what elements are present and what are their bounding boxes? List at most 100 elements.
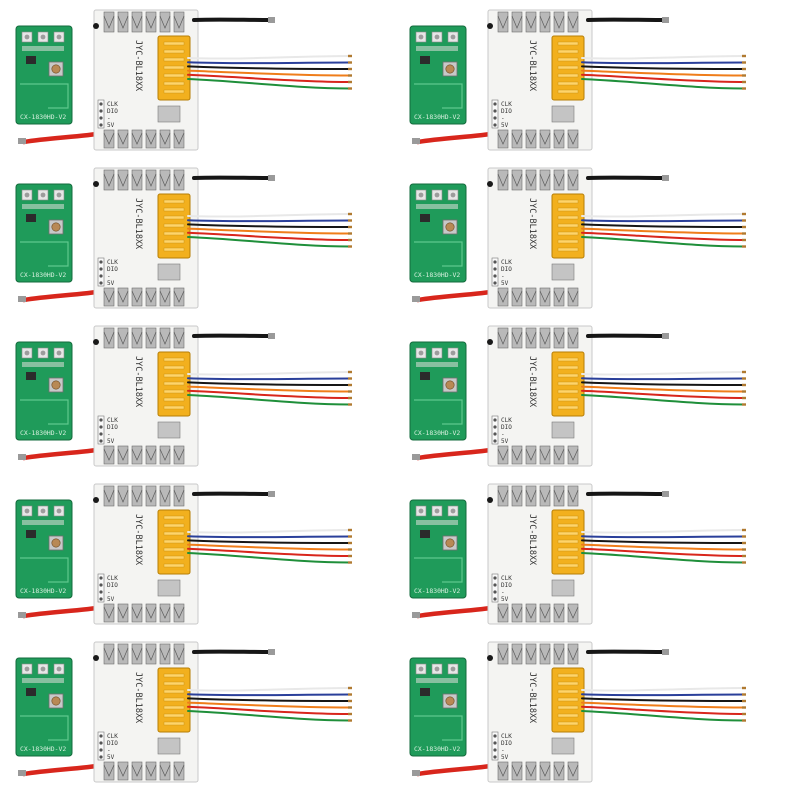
wire-terminal [662, 649, 669, 655]
mount-hole [487, 181, 493, 187]
wire-tip [348, 541, 352, 545]
yellow-connector [551, 35, 585, 101]
signal-wire [187, 705, 351, 715]
wire-tip [742, 554, 746, 558]
wire-tip [348, 535, 352, 538]
pin-label: 5V [501, 596, 509, 603]
signal-wire [581, 389, 745, 399]
signal-wire [581, 394, 745, 406]
wire-terminal [662, 17, 669, 23]
mount-hole [487, 497, 493, 503]
wire-tip [348, 245, 352, 248]
red-wire [415, 762, 501, 777]
signal-wire [581, 701, 745, 709]
pin-label: 5V [107, 596, 115, 603]
pin-label: CLK [501, 417, 512, 424]
remote-button [48, 61, 64, 77]
pin-label: - [501, 589, 505, 596]
signal-wire [581, 371, 745, 376]
signal-wire [581, 535, 745, 539]
wire-tip [742, 377, 746, 380]
remote-pcb: CX-1830HD-V2 [409, 657, 467, 757]
signal-wire [581, 55, 745, 60]
wire-tip [348, 693, 352, 696]
signal-wire [187, 223, 351, 228]
pin-label: CLK [107, 575, 118, 582]
wire-terminal [662, 175, 669, 181]
signal-wire [187, 710, 351, 722]
wire-tip [348, 403, 352, 406]
wire-tip [742, 245, 746, 248]
red-wire [21, 604, 107, 619]
wire-tip [742, 396, 746, 400]
remote-button [442, 693, 458, 709]
yellow-connector [157, 35, 191, 101]
wire-tip [742, 535, 746, 538]
red-wire [415, 604, 501, 619]
signal-wire [581, 65, 745, 70]
signal-wire [187, 231, 351, 241]
wire-tip [742, 561, 746, 564]
pin-label: DIO [501, 740, 512, 747]
red-wire [21, 446, 107, 461]
remote-button [48, 377, 64, 393]
remote-button [442, 219, 458, 235]
wire-tip [348, 383, 352, 387]
pin-label: DIO [107, 424, 118, 431]
pin-label: DIO [107, 108, 118, 115]
red-wire [415, 288, 501, 303]
wire-tip [742, 706, 746, 709]
remote-pcb: CX-1830HD-V2 [409, 25, 467, 125]
remote-pcb: CX-1830HD-V2 [15, 657, 73, 757]
wire-tip [742, 80, 746, 84]
wire-tip [742, 719, 746, 722]
pin-label: CLK [107, 733, 118, 740]
wire-tip [348, 74, 352, 77]
remote-pcb: CX-1830HD-V2 [15, 183, 73, 283]
remote-model-label: CX-1830HD-V2 [20, 429, 66, 437]
signal-wire [187, 389, 351, 399]
remote-model-label: CX-1830HD-V2 [414, 113, 460, 121]
wire-terminal [662, 491, 669, 497]
signal-wire [581, 69, 745, 77]
board-model-label: JYC-BL18XX [527, 356, 537, 408]
yellow-connector [551, 509, 585, 575]
wire-tip [348, 212, 352, 216]
signal-wire [581, 693, 745, 697]
wire-tip [348, 390, 352, 393]
wire-tip [348, 238, 352, 242]
wire-tip [742, 528, 746, 532]
metal-tab [551, 263, 575, 281]
pin-label: 5V [501, 280, 509, 287]
pin-label: 5V [501, 754, 509, 761]
remote-button [48, 693, 64, 709]
board-model-label: JYC-BL18XX [527, 40, 537, 92]
wire-tip [742, 212, 746, 216]
pin-label: 5V [107, 280, 115, 287]
pin-label: - [107, 115, 111, 122]
metal-tab [157, 263, 181, 281]
signal-wire [187, 697, 351, 702]
wire-terminal [18, 770, 26, 776]
mount-hole [93, 181, 99, 187]
signal-wire [187, 687, 351, 692]
wire-tip [742, 390, 746, 393]
pin-label: CLK [107, 259, 118, 266]
signal-wire [581, 385, 745, 393]
wire-tip [348, 232, 352, 235]
board-model-label: JYC-BL18XX [133, 198, 143, 250]
board-model-label: JYC-BL18XX [133, 672, 143, 724]
wire-tip [348, 225, 352, 229]
board-model-label: JYC-BL18XX [527, 514, 537, 566]
